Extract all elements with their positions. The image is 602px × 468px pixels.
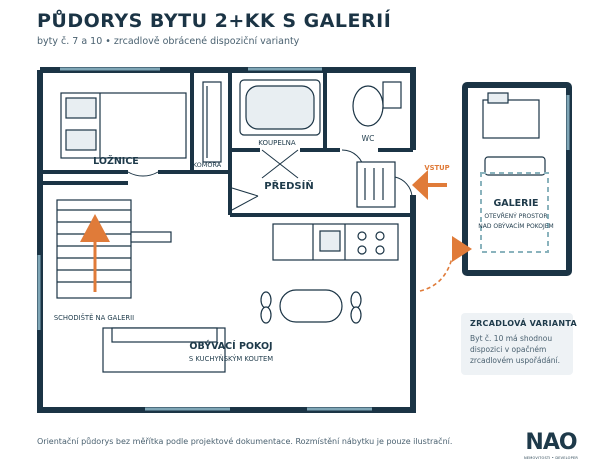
- bed: [60, 92, 187, 159]
- galerie-link-arrowhead: [452, 236, 472, 262]
- label-koupelna: KOUPELNA: [258, 139, 296, 147]
- label-loznice: LOŽNICE: [93, 155, 139, 167]
- page-title: PŮDORYS BYTU 2+KK S GALERIÍ: [37, 10, 392, 32]
- label-vstup: VSTUP: [424, 164, 449, 172]
- logo-subtext: NEMOVITOSTI • DEVELOPER: [524, 456, 578, 460]
- label-galerie-sub1: OTEVŘENÝ PROSTOR: [484, 212, 547, 220]
- interior-walls: [40, 70, 413, 217]
- staircase: [56, 199, 172, 299]
- logo-text: NAO: [525, 430, 577, 455]
- galerie-furniture: [482, 92, 546, 176]
- footer-text: Orientační půdorys bez měřítka podle pro…: [37, 437, 453, 446]
- page-subtitle: byty č. 7 a 10 • zrcadlově obrácené disp…: [37, 36, 300, 47]
- stair-arrow: [80, 214, 110, 292]
- entry-arrow: [412, 170, 447, 200]
- label-predsin: PŘEDSÍŇ: [264, 179, 313, 192]
- label-schodiste: SCHODIŠTĚ NA GALERII: [54, 313, 134, 322]
- sofa: [102, 327, 226, 373]
- note-title: ZRCADLOVÁ VARIANTA: [470, 319, 577, 328]
- note-text: Byt č. 10 má shodnou dispozici v opačném…: [470, 334, 561, 365]
- label-wc: WC: [362, 134, 375, 143]
- label-galerie: GALERIE: [493, 198, 538, 209]
- galerie-link-arrow: [419, 257, 453, 292]
- hall-cabinet: [356, 161, 396, 208]
- windows: [37, 67, 372, 411]
- label-obyvaci-sub: S KUCHYŇSKÝM KOUTEM: [189, 354, 273, 363]
- label-obyvaci: OBÝVACÍ POKOJ: [189, 340, 272, 352]
- komora-shelf: [202, 81, 222, 163]
- kitchen-counter: [272, 223, 399, 261]
- dining-table: [260, 289, 362, 324]
- galerie-walls: [462, 82, 572, 276]
- logo: NAO NEMOVITOSTI • DEVELOPER: [520, 428, 582, 466]
- mirror-variant-note: ZRCADLOVÁ VARIANTA Byt č. 10 má shodnou …: [461, 313, 577, 375]
- label-komora: KOMORA: [193, 161, 222, 169]
- toilet: [352, 81, 402, 127]
- label-galerie-sub2: NAD OBÝVACÍM POKOJEM: [478, 223, 553, 230]
- galerie-open-space: [480, 172, 549, 253]
- bathtub: [239, 79, 321, 136]
